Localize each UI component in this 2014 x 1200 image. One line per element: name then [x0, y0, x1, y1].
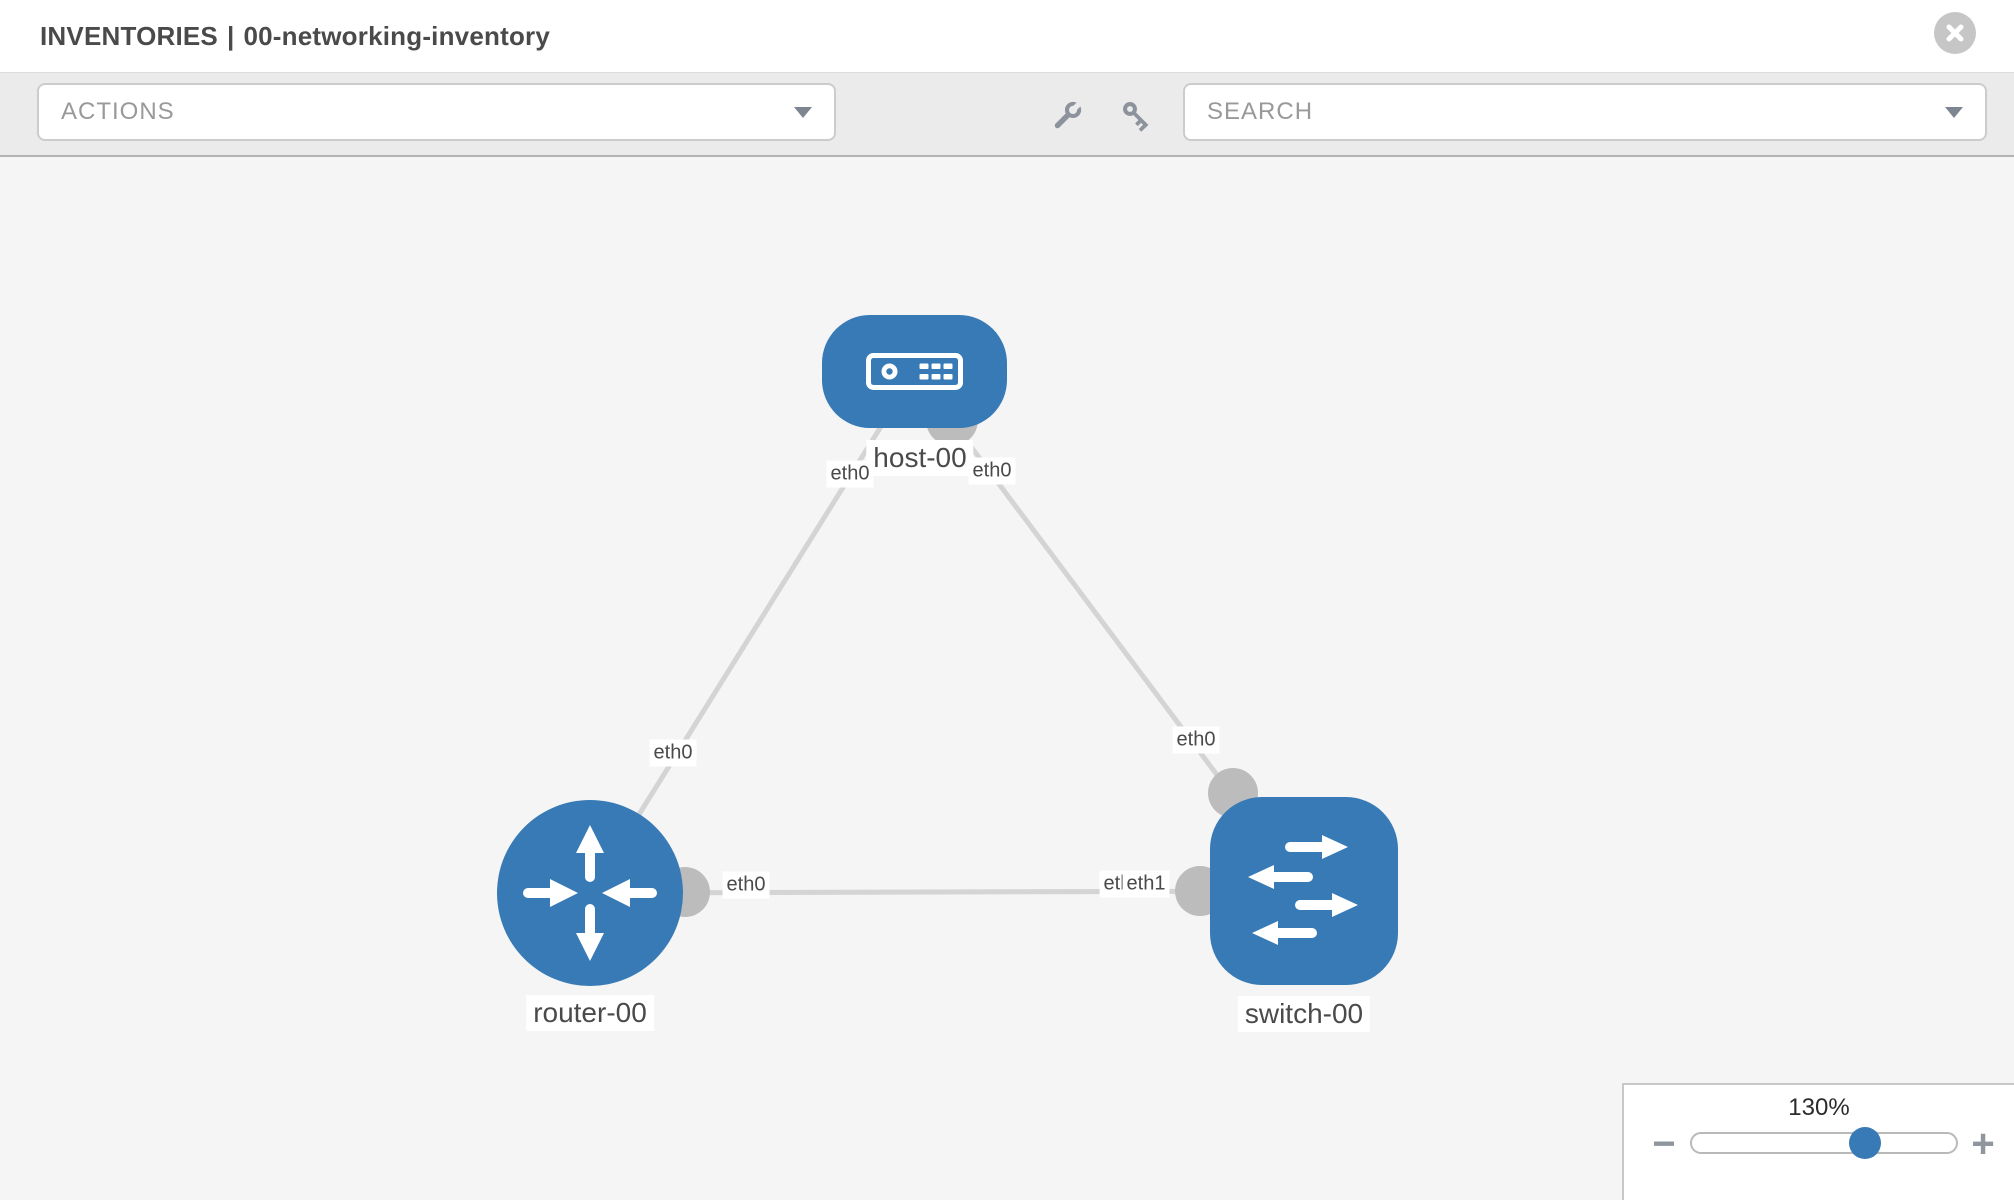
- node-switch-00[interactable]: [1210, 797, 1398, 985]
- switch-arrows-icon: [1248, 835, 1358, 945]
- node-label-router-00[interactable]: router-00: [526, 995, 654, 1031]
- minus-icon: −: [1652, 1122, 1676, 1166]
- page-header: INVENTORIES | 00-networking-inventory: [0, 0, 2014, 73]
- node-router-00[interactable]: [497, 800, 683, 986]
- interface-label-switch-eth0-top: eth0: [1172, 726, 1220, 754]
- wrench-button[interactable]: [1048, 97, 1086, 135]
- server-icon: [866, 353, 963, 390]
- breadcrumb-section: INVENTORIES: [40, 21, 218, 51]
- interface-label-router-eth0-right: eth0: [722, 871, 770, 899]
- node-label-switch-00[interactable]: switch-00: [1237, 996, 1371, 1032]
- page-title: INVENTORIES | 00-networking-inventory: [0, 0, 2014, 72]
- actions-dropdown-label: ACTIONS: [61, 98, 175, 125]
- plus-icon: +: [1971, 1122, 1995, 1166]
- breadcrumb-separator: |: [226, 21, 235, 51]
- search-dropdown-label: SEARCH: [1207, 98, 1314, 125]
- link-host-router[interactable]: [587, 370, 918, 895]
- interface-label-router-eth0-top: eth0: [649, 739, 697, 767]
- search-dropdown[interactable]: SEARCH: [1183, 83, 1987, 141]
- node-host-00[interactable]: [822, 315, 1007, 428]
- router-arrows-icon: [523, 825, 657, 961]
- actions-dropdown[interactable]: ACTIONS: [37, 83, 836, 141]
- close-button[interactable]: [1934, 12, 1976, 54]
- key-button[interactable]: [1118, 97, 1156, 135]
- topology-canvas[interactable]: host-00 router-00 switch-00 eth0 eth0 et…: [0, 157, 2014, 1200]
- inventory-name: 00-networking-inventory: [243, 21, 551, 51]
- zoom-out-button[interactable]: −: [1646, 1122, 1682, 1166]
- key-icon: [1123, 102, 1149, 132]
- interface-label-switch-eth1-left: eth1: [1122, 870, 1170, 898]
- zoom-level-label: 130%: [1788, 1094, 1850, 1121]
- interface-label-host-eth0-left: eth0: [826, 460, 874, 488]
- zoom-panel: 130% − +: [1622, 1083, 2014, 1200]
- zoom-slider[interactable]: [1690, 1127, 1958, 1159]
- chevron-down-icon: [794, 106, 812, 118]
- toolbar: ACTIONS SEARCH: [0, 73, 2014, 157]
- node-label-host-00[interactable]: host-00: [866, 440, 974, 476]
- wrench-icon: [1054, 100, 1083, 129]
- zoom-slider-thumb[interactable]: [1849, 1127, 1881, 1159]
- close-icon: [1946, 24, 1964, 42]
- interface-label-host-eth0-right: eth0: [968, 457, 1016, 485]
- chevron-down-icon: [1945, 106, 1963, 118]
- zoom-in-button[interactable]: +: [1965, 1122, 2001, 1166]
